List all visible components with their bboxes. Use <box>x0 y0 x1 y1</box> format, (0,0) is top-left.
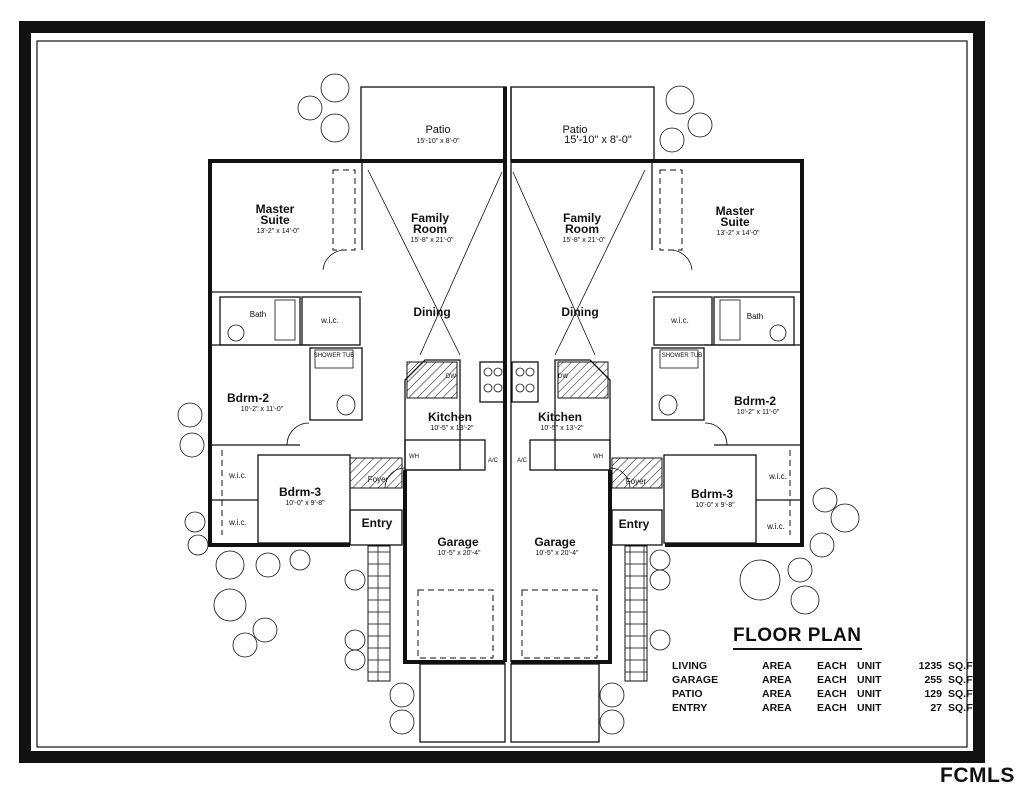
patio-left-label: Patio <box>425 124 450 136</box>
entry-label-left: Entry <box>362 516 393 530</box>
bdrm3-label-left: Bdrm-3 <box>279 485 321 499</box>
wic3-label-right: w.i.c. <box>766 522 785 531</box>
wic2-label-right: w.i.c. <box>768 472 787 481</box>
family-room-label-right: Family <box>563 211 601 225</box>
master-suite-dim-right: 13'-2" x 14'-0" <box>716 230 760 237</box>
dining-label-right: Dining <box>561 305 598 319</box>
garage-dim-left: 10'-5" x 20'-4" <box>437 550 481 557</box>
area-type: GARAGE <box>672 674 719 686</box>
shower-tub-label-left: SHOWER TUB <box>314 353 355 359</box>
landscaping <box>177 73 860 735</box>
wic3-label-left: w.i.c. <box>228 518 247 527</box>
area-unit: SQ.FT. <box>948 702 981 714</box>
area-type: ENTRY <box>672 702 708 714</box>
dw-label-right: DW <box>558 374 568 380</box>
area-value: 27 <box>930 702 942 714</box>
garage-label-right: Garage <box>534 535 576 549</box>
left-unit <box>208 86 507 743</box>
unit-word: UNIT <box>857 688 882 700</box>
master-suite-label-right: Master <box>716 204 755 218</box>
wic-label-left: w.i.c. <box>320 316 339 325</box>
each-word: EACH <box>817 674 847 686</box>
master-suite-label-left: Master <box>256 202 295 216</box>
area-word: AREA <box>762 660 792 672</box>
dw-label-left: DW <box>446 374 456 380</box>
area-unit: SQ.FT. <box>948 660 981 672</box>
outer-frame <box>19 21 985 763</box>
wic2-label-left: w.i.c. <box>228 471 247 480</box>
garage-label-left: Garage <box>437 535 479 549</box>
area-value: 129 <box>924 688 942 700</box>
area-row-patio: PATIO AREA EACH UNIT 129 SQ.FT. <box>672 687 981 701</box>
ac-label-left: A/C <box>488 458 499 464</box>
family-room-label-left: Family <box>411 211 449 225</box>
inner-frame <box>36 40 968 748</box>
area-word: AREA <box>762 702 792 714</box>
bdrm3-dim-right: 10'-0" x 9'-8" <box>695 502 735 509</box>
bdrm2-label-right: Bdrm-2 <box>734 394 776 408</box>
area-row-entry: ENTRY AREA EACH UNIT 27 SQ.FT. <box>672 701 981 715</box>
master-suite-label2-right: Suite <box>720 215 750 229</box>
bdrm3-label-right: Bdrm-3 <box>691 487 733 501</box>
floor-plan-title: FLOOR PLAN <box>733 625 862 650</box>
bdrm2-dim-left: 10'-2" x 11'-0" <box>241 406 284 413</box>
area-word: AREA <box>762 674 792 686</box>
area-type: PATIO <box>672 688 703 700</box>
unit-word: UNIT <box>857 702 882 714</box>
area-word: AREA <box>762 688 792 700</box>
master-suite-dim-left: 13'-2" x 14'-0" <box>256 228 300 235</box>
family-room-label2-right: Room <box>565 222 599 236</box>
wic-label-right: w.i.c. <box>670 316 689 325</box>
area-value: 255 <box>924 674 942 686</box>
right-unit <box>510 86 804 743</box>
foyer-label-right: Foyer <box>626 477 647 486</box>
foyer-label-left: Foyer <box>368 475 389 484</box>
fcmls-watermark: FCMLS <box>940 764 1015 787</box>
bath-label-right: Bath <box>747 312 763 321</box>
bdrm2-label-left: Bdrm-2 <box>227 391 269 405</box>
ac-label-right: A/C <box>517 458 528 464</box>
patio-right-dim: 15'-10" x 8'-0" <box>564 134 632 146</box>
patio-left-dim: 15'-10" x 8'-0" <box>416 138 460 145</box>
each-word: EACH <box>817 688 847 700</box>
kitchen-dim-left: 10'-5" x 13'-2" <box>430 425 474 432</box>
family-room-dim-right: 15'-8" x 21'-0" <box>562 237 606 244</box>
wh-label-left: WH <box>409 454 419 460</box>
master-suite-label2-left: Suite <box>260 213 290 227</box>
family-room-label2-left: Room <box>413 222 447 236</box>
each-word: EACH <box>817 702 847 714</box>
unit-word: UNIT <box>857 674 882 686</box>
area-unit: SQ.FT. <box>948 688 981 700</box>
area-table: LIVING AREA EACH UNIT 1235 SQ.FT. GARAGE… <box>672 659 981 715</box>
shower-tub-label-right: SHOWER TUB <box>662 353 703 359</box>
patio-right-label: Patio <box>562 124 587 136</box>
entry-label-right: Entry <box>619 517 650 531</box>
unit-word: UNIT <box>857 660 882 672</box>
area-row-garage: GARAGE AREA EACH UNIT 255 SQ.FT. <box>672 673 981 687</box>
kitchen-dim-right: 10'-5" x 13'-2" <box>540 425 584 432</box>
bath-label-left: Bath <box>250 310 266 319</box>
area-row-living: LIVING AREA EACH UNIT 1235 SQ.FT. <box>672 659 981 673</box>
bdrm2-dim-right: 10'-2" x 11'-0" <box>737 409 780 416</box>
dining-label-left: Dining <box>413 305 450 319</box>
each-word: EACH <box>817 660 847 672</box>
area-type: LIVING <box>672 660 708 672</box>
wh-label-right: WH <box>593 454 603 460</box>
area-value: 1235 <box>918 660 942 672</box>
garage-dim-right: 10'-5" x 20'-4" <box>535 550 579 557</box>
area-unit: SQ.FT. <box>948 674 981 686</box>
bdrm3-dim-left: 10'-0" x 9'-8" <box>285 500 325 507</box>
kitchen-label-right: Kitchen <box>538 410 582 424</box>
kitchen-label-left: Kitchen <box>428 410 472 424</box>
family-room-dim-left: 15'-8" x 21'-0" <box>410 237 454 244</box>
